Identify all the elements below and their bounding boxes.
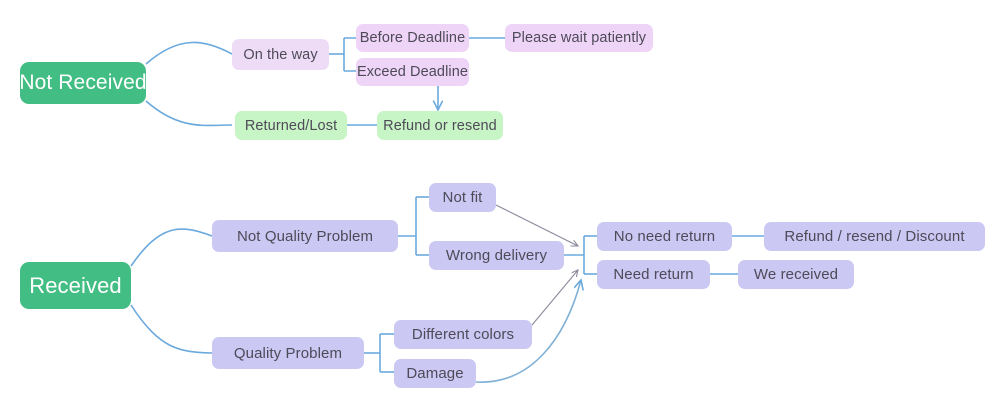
node-not-fit[interactable]: Not fit xyxy=(429,183,496,212)
node-exceed-deadline[interactable]: Exceed Deadline xyxy=(356,58,469,86)
node-not-received[interactable]: Not Received xyxy=(19,62,147,104)
node-damage[interactable]: Damage xyxy=(394,359,476,388)
edge-differentcolors-junction xyxy=(531,270,578,326)
node-not-quality-problem[interactable]: Not Quality Problem xyxy=(212,220,398,252)
node-returned-lost[interactable]: Returned/Lost xyxy=(235,111,347,140)
edge-ontheway-up xyxy=(343,37,356,43)
node-received[interactable]: Received xyxy=(20,262,131,309)
edge-received-quality xyxy=(130,304,213,354)
node-please-wait-patiently[interactable]: Please wait patiently xyxy=(505,24,653,52)
node-refund-or-resend[interactable]: Refund or resend xyxy=(377,111,503,140)
node-need-return[interactable]: Need return xyxy=(597,260,710,289)
node-different-colors[interactable]: Different colors xyxy=(394,320,532,349)
edge-notreceived-returnedlost xyxy=(145,100,233,127)
edge-ontheway-down xyxy=(343,65,356,72)
edge-notreceived-ontheway xyxy=(145,41,233,65)
edge-notfit-junction xyxy=(495,204,578,246)
node-wrong-delivery[interactable]: Wrong delivery xyxy=(429,241,564,270)
node-before-deadline[interactable]: Before Deadline xyxy=(356,24,469,52)
edge-received-notquality xyxy=(130,228,213,267)
node-quality-problem[interactable]: Quality Problem xyxy=(212,337,364,369)
node-no-need-return[interactable]: No need return xyxy=(597,222,732,251)
node-refund-resend-discount[interactable]: Refund / resend / Discount xyxy=(764,222,985,251)
node-on-the-way[interactable]: On the way xyxy=(232,39,329,70)
node-we-received[interactable]: We received xyxy=(738,260,854,289)
